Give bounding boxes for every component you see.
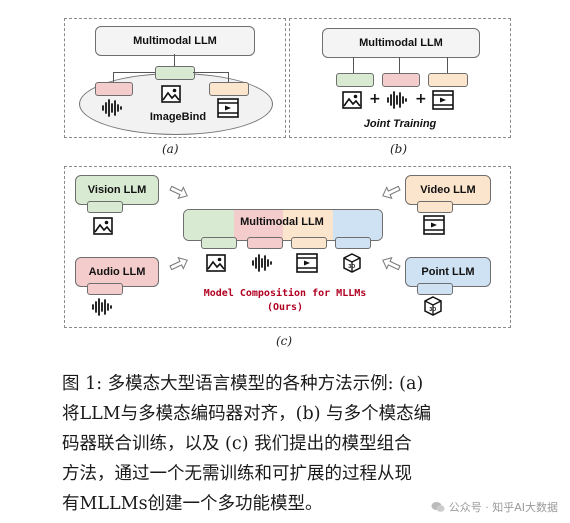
arrow-icon — [382, 257, 401, 271]
panel-c: Vision LLM Audio LLM Video LLM Point LLM — [64, 166, 511, 328]
composed-segment-vision — [184, 210, 234, 240]
composed-segment-point — [332, 210, 382, 240]
vision-adapter-slot — [87, 201, 123, 213]
multimodal-llm-box-a: Multimodal LLM — [95, 26, 255, 56]
composition-title: Model Composition for MLLMs (Ours) — [173, 287, 397, 315]
composition-title-line2: (Ours) — [266, 302, 304, 313]
caption-line: 有MLLMs创建一个多功能模型。 — [62, 494, 323, 514]
video-llm-label: Video LLM — [420, 184, 476, 196]
vision-llm-box: Vision LLM — [75, 175, 159, 205]
3d-cube-icon: 3D — [424, 296, 442, 316]
video-icon — [423, 215, 445, 235]
panel-a: Multimodal LLM ImageBind — [64, 18, 286, 138]
video-llm-box: Video LLM — [405, 175, 491, 205]
composed-adapter-red — [247, 237, 283, 249]
audio-wave-icon — [102, 99, 122, 117]
video-icon — [217, 98, 239, 118]
image-icon — [93, 217, 113, 235]
multimodal-llm-label-b: Multimodal LLM — [359, 37, 443, 49]
plus-sign-1: + — [369, 91, 381, 107]
image-icon — [206, 254, 226, 272]
figure-caption: 图 1: 多模态大型语言模型的各种方法示例: (a) 将LLM与多模态编码器对齐… — [62, 369, 512, 519]
multimodal-llm-box-b: Multimodal LLM — [322, 28, 480, 58]
caption-line: 方法，通过一个无需训练和可扩展的过程从现 — [62, 464, 412, 484]
connector-a — [174, 54, 176, 66]
imagebind-label: ImageBind — [149, 111, 207, 123]
vision-llm-label: Vision LLM — [87, 184, 147, 196]
composed-segment-video — [283, 210, 333, 240]
video-icon — [432, 90, 454, 110]
adapter-slot-green-b — [336, 73, 374, 87]
arrow-b-3 — [447, 57, 449, 73]
composed-adapter-green — [201, 237, 237, 249]
subfigure-label-b: (b) — [390, 142, 408, 156]
composed-segment-audio — [233, 210, 283, 240]
watermark-text: 公众号 · 知乎AI大数据 — [448, 501, 558, 514]
composed-llm-box — [183, 209, 383, 241]
composed-adapter-orange — [291, 237, 327, 249]
arrow-b-2 — [399, 57, 401, 73]
connector-a-left — [113, 72, 155, 74]
panel-b: Multimodal LLM + + Joint Training — [289, 18, 511, 138]
watermark: 公众号 · 知乎AI大数据 — [431, 499, 558, 515]
joint-training-label: Joint Training — [363, 118, 437, 130]
point-adapter-slot — [417, 283, 453, 295]
connector-a-right-down — [228, 72, 230, 82]
adapter-slot-orange-b — [428, 73, 468, 87]
arrow-icon — [169, 185, 188, 199]
image-icon — [342, 91, 362, 109]
svg-text:3D: 3D — [348, 264, 355, 270]
audio-llm-box: Audio LLM — [75, 257, 159, 287]
composed-llm-label: Multimodal LLM — [240, 216, 324, 228]
adapter-slot-green-a — [155, 66, 195, 80]
3d-cube-icon: 3D — [343, 253, 361, 273]
audio-wave-icon — [252, 254, 272, 272]
point-llm-box: Point LLM — [405, 257, 491, 287]
video-icon — [296, 253, 318, 273]
composed-adapter-blue — [335, 237, 371, 249]
arrow-icon — [169, 257, 188, 271]
adapter-slot-red-b — [382, 73, 420, 87]
connector-a-left-down — [113, 72, 115, 82]
multimodal-llm-label-a: Multimodal LLM — [133, 35, 217, 47]
adapter-slot-orange-a — [209, 82, 249, 96]
image-icon — [161, 85, 181, 103]
video-adapter-slot — [417, 201, 453, 213]
audio-wave-icon — [92, 298, 112, 316]
arrow-icon — [382, 185, 401, 199]
caption-line: 码器联合训练，以及 (c) 我们提出的模型组合 — [62, 434, 412, 454]
caption-line: 将LLM与多模态编码器对齐，(b) 与多个模态编 — [62, 404, 432, 424]
svg-text:3D: 3D — [429, 307, 436, 313]
wechat-icon — [431, 502, 445, 512]
adapter-slot-red-a — [95, 82, 133, 96]
audio-llm-label: Audio LLM — [88, 266, 146, 278]
arrow-b-1 — [353, 57, 355, 73]
subfigure-label-a: (a) — [162, 142, 179, 156]
plus-sign-2: + — [415, 91, 427, 107]
composition-title-line1: Model Composition for MLLMs — [203, 288, 367, 299]
point-llm-label: Point LLM — [421, 266, 475, 278]
audio-adapter-slot — [87, 283, 123, 295]
subfigure-label-c: (c) — [276, 334, 293, 348]
caption-line: 图 1: 多模态大型语言模型的各种方法示例: (a) — [62, 374, 424, 394]
connector-a-right — [193, 72, 229, 74]
audio-wave-icon — [387, 91, 407, 109]
